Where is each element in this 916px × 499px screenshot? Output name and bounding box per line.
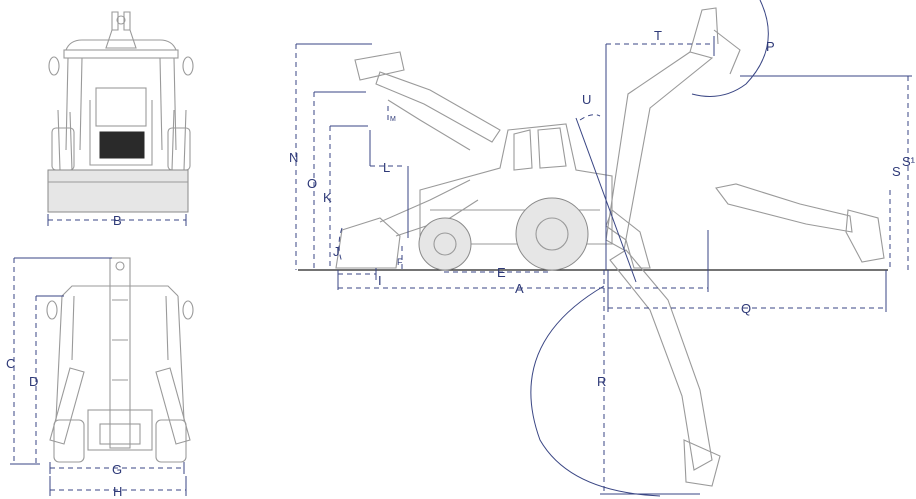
label-q: Q (741, 301, 751, 316)
label-e: E (497, 265, 506, 280)
dimension-o: O (307, 91, 366, 270)
label-l: L (383, 160, 390, 175)
label-b: B (113, 213, 122, 228)
label-n: N (289, 150, 298, 165)
label-c: C (6, 356, 15, 371)
front-view-machine-drawing (47, 11, 194, 213)
label-m: M (390, 116, 396, 123)
dimension-i: I (337, 268, 382, 290)
dimension-k: K (323, 125, 368, 270)
label-s: S (892, 164, 901, 179)
dimension-d: D (29, 295, 64, 464)
dimension-n: N (289, 43, 372, 270)
label-s1: S¹ (902, 154, 916, 169)
label-r: R (597, 374, 606, 389)
label-o: O (307, 176, 317, 191)
dimension-h: H (49, 476, 187, 499)
side-view-machine-drawing (335, 7, 885, 487)
front-view: B (47, 11, 194, 228)
dimension-c: C (6, 257, 112, 465)
rear-view-machine-drawing (46, 257, 194, 463)
side-view: N O K M L J (289, 0, 916, 497)
dimension-p: P (766, 39, 775, 54)
label-u: U (582, 92, 591, 107)
dimension-s: S S¹ (740, 75, 916, 270)
label-d: D (29, 374, 38, 389)
label-j: J (333, 244, 340, 259)
dimension-r: R (597, 270, 700, 495)
dimension-e: E (444, 265, 552, 280)
label-f: F (397, 257, 403, 267)
label-k: K (323, 190, 332, 205)
rear-view: C D G H (6, 257, 194, 499)
dimension-t: T (605, 28, 715, 270)
label-g: G (112, 462, 122, 477)
dimension-a: A (338, 230, 709, 296)
dimension-g: G (49, 462, 185, 477)
label-h: H (113, 484, 122, 499)
dimension-j: J (333, 227, 343, 263)
dimension-q: Q (607, 270, 887, 316)
dimension-l: L (369, 130, 409, 238)
dimension-m: M (387, 106, 396, 124)
label-i: I (378, 273, 382, 288)
reach-arcs (530, 0, 769, 497)
label-t: T (654, 28, 662, 43)
dimension-b: B (47, 213, 187, 228)
dimension-f: F (397, 246, 403, 270)
label-a: A (515, 281, 524, 296)
label-p: P (766, 39, 775, 54)
